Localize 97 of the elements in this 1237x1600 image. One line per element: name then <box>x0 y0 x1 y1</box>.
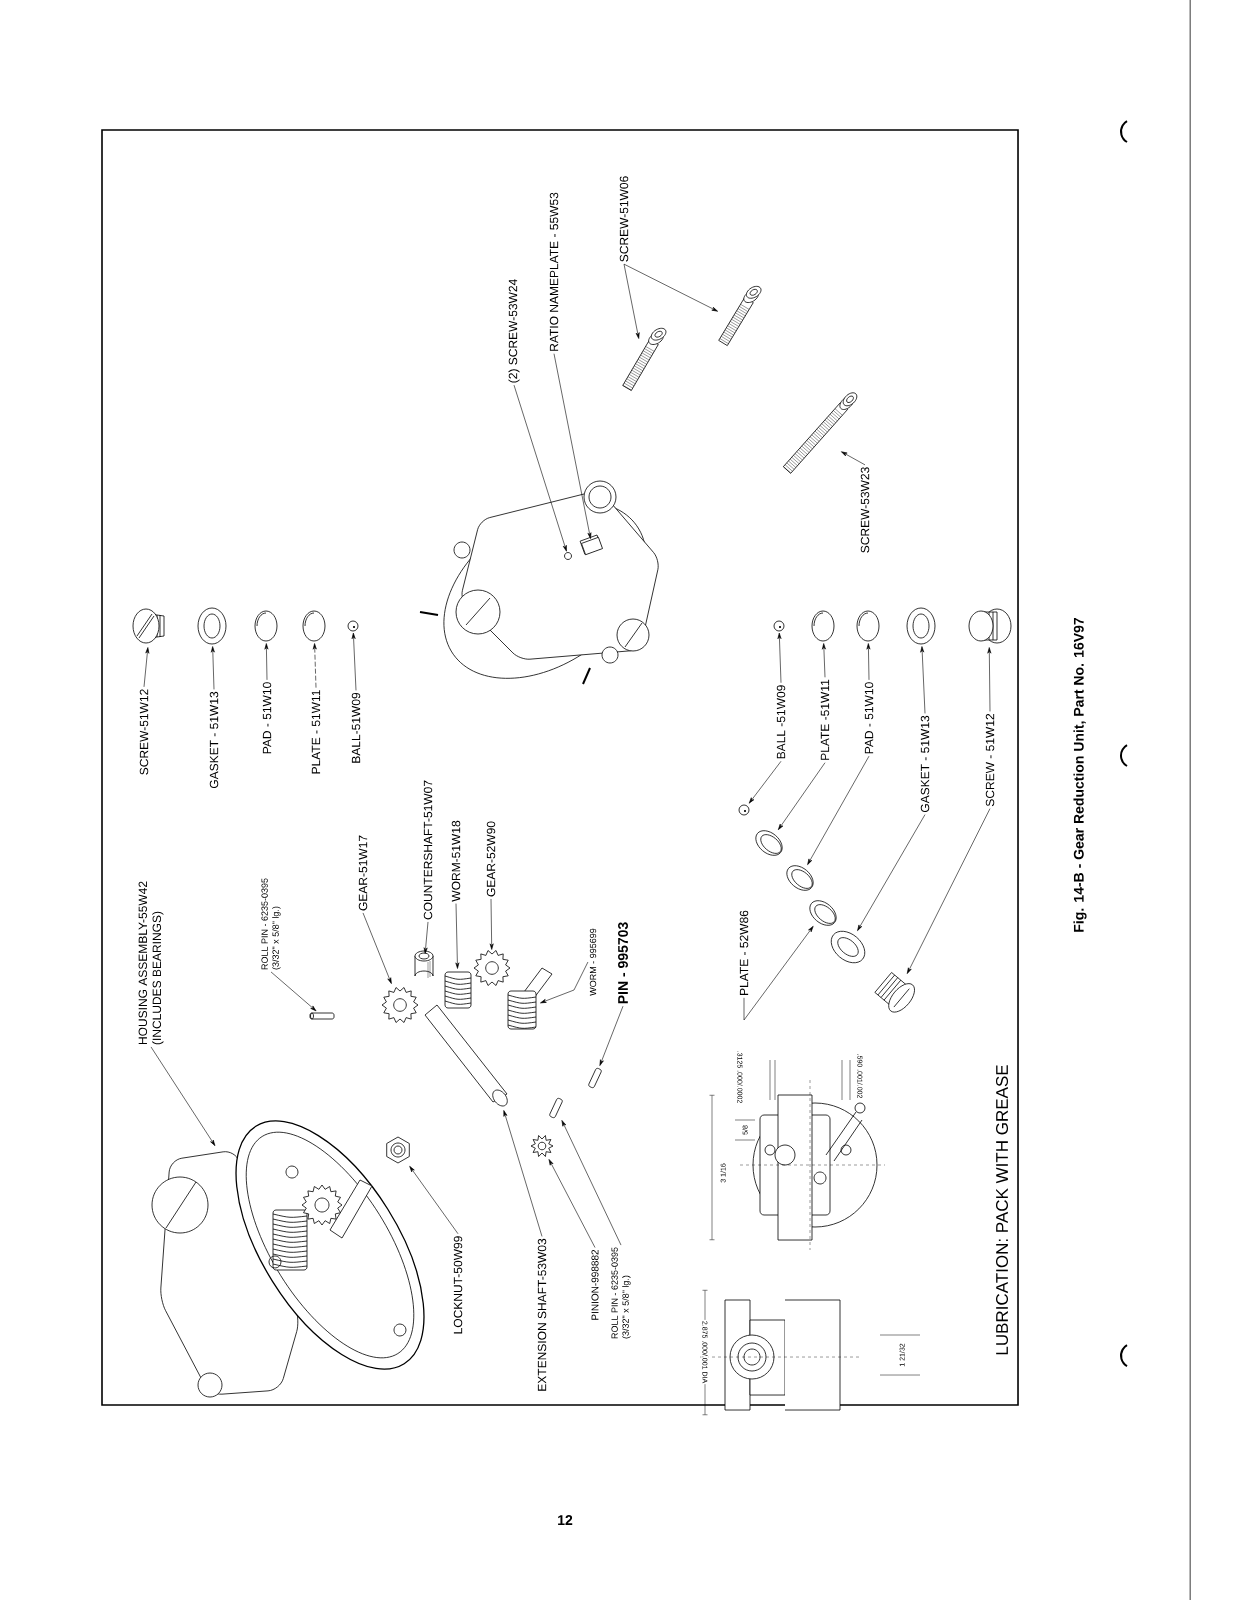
plate-drawing <box>755 830 783 856</box>
figure-caption: Fig. 14-B - Gear Reduction Unit, Part No. 16V97 <box>1073 618 1087 932</box>
plate-drawing <box>809 900 837 926</box>
leader-line <box>623 263 718 312</box>
part-label: (2) SCREW-53W24 <box>508 279 520 383</box>
leader-line <box>822 643 826 678</box>
pad-drawing <box>254 610 278 642</box>
leader-line <box>553 353 592 539</box>
leader-line <box>351 632 357 691</box>
part-label: PLATE - 52W86 <box>739 910 749 995</box>
roll-pin-drawing <box>549 1097 563 1119</box>
part-label: PLATE - 51W11 <box>311 690 321 774</box>
leader-line <box>906 808 991 974</box>
pad-drawing <box>856 610 880 642</box>
part-label: LOCKNUT-50W99 <box>453 1236 463 1334</box>
part-label: RATIO NAMEPLATE - 55W53 <box>549 192 559 351</box>
leader-line <box>362 912 392 984</box>
plate-drawing <box>302 610 326 642</box>
cap-screw-drawing <box>782 392 858 474</box>
leader-line <box>743 926 814 1021</box>
part-label: WORM - 995699 <box>589 928 597 996</box>
leader-line <box>561 1120 622 1246</box>
part-label: ROLL PIN - 6235-0395 (3/32" x 5/8" lg.) <box>611 1247 631 1339</box>
leader-line <box>599 1005 624 1066</box>
screw-plug-drawing <box>132 608 165 644</box>
leader-line <box>150 1046 216 1146</box>
cap-screw-drawing <box>622 327 667 391</box>
ball-drawing <box>347 620 359 632</box>
leader-line <box>210 646 215 690</box>
leader-line <box>778 762 826 830</box>
leader-line <box>513 384 567 552</box>
leader-line <box>264 643 269 681</box>
leader-line <box>143 647 150 688</box>
part-label: WORM-51W18 <box>451 820 461 902</box>
part-label: SCREW-53W23 <box>860 467 870 553</box>
housing-assembly-drawing <box>151 1120 425 1398</box>
pad-drawing <box>786 865 814 891</box>
leader-line <box>748 760 782 804</box>
leader-line <box>409 1166 459 1235</box>
leader-line <box>312 643 317 688</box>
leader-line <box>623 263 640 339</box>
gear-drawing <box>381 987 419 1023</box>
screw-head <box>564 552 572 560</box>
part-label: COUNTERSHAFT-51W07 <box>423 780 433 920</box>
leader-line <box>548 1159 596 1248</box>
extension-shaft-drawing <box>424 1004 508 1107</box>
part-label: EXTENSION SHAFT-53W03 <box>537 1238 547 1391</box>
leader-line <box>270 971 317 1012</box>
leader-line <box>423 921 429 954</box>
ball-drawing <box>738 804 750 816</box>
worm-drawing <box>444 971 472 1009</box>
leader-line <box>455 903 460 969</box>
cap-screw-drawing <box>718 285 762 346</box>
part-label: BALL-51W09 <box>351 692 361 763</box>
leader-line <box>807 755 870 865</box>
part-label: HOUSING ASSEMBLY-55W42 (INCLUDES BEARINGS) <box>138 881 164 1045</box>
locknut-drawing <box>386 1136 410 1164</box>
part-label: GEAR-52W90 <box>486 821 496 897</box>
gasket-drawing <box>197 607 227 645</box>
part-label: ROLL PIN - 6235-0395 (3/32" x 5/8" lg.) <box>261 878 281 970</box>
nameplate <box>581 536 603 556</box>
leader-line <box>777 632 782 684</box>
pin-drawing <box>588 1067 602 1089</box>
gasket-drawing <box>906 607 936 645</box>
page-number: 12 <box>558 1515 573 1525</box>
roll-pin-drawing <box>309 1012 335 1020</box>
part-label: PAD - 51W10 <box>262 682 272 754</box>
leader-line <box>841 451 866 466</box>
part-label: SCREW-51W12 <box>139 689 149 775</box>
screw-plug-drawing <box>968 608 1012 644</box>
leader-line <box>987 647 992 712</box>
part-label: SCREW-51W06 <box>619 176 629 262</box>
part-label: GASKET - 51W13 <box>920 715 930 813</box>
screw-plug-drawing <box>874 972 915 1013</box>
worm-drawing <box>507 967 553 1030</box>
part-label: PAD - 51W10 <box>864 682 874 754</box>
plate-drawing <box>811 610 835 642</box>
leader-line <box>540 961 589 1004</box>
pinion-drawing <box>530 1135 554 1157</box>
note-text: LUBRICATION: PACK WITH GREASE <box>996 1065 1009 1355</box>
gear-drawing <box>473 950 511 986</box>
gasket-drawing <box>830 930 866 964</box>
part-label: PLATE -51W11 <box>820 679 830 760</box>
countershaft-drawing <box>414 950 434 979</box>
gearbox-housing-drawing <box>419 480 659 685</box>
leader-line <box>503 1110 543 1237</box>
ball-drawing <box>773 620 785 632</box>
part-label: GEAR-51W17 <box>358 835 368 911</box>
leader-line <box>866 643 871 681</box>
part-label: PINION-998882 <box>591 1249 599 1320</box>
part-label: BALL -51W09 <box>776 685 786 759</box>
leader-line <box>920 646 926 714</box>
part-label: PIN - 995703 <box>618 922 628 1004</box>
leader-line <box>489 898 494 950</box>
part-label: SCREW - 51W12 <box>985 713 995 807</box>
part-label: GASKET - 51W13 <box>209 691 219 789</box>
leader-line <box>857 814 926 931</box>
